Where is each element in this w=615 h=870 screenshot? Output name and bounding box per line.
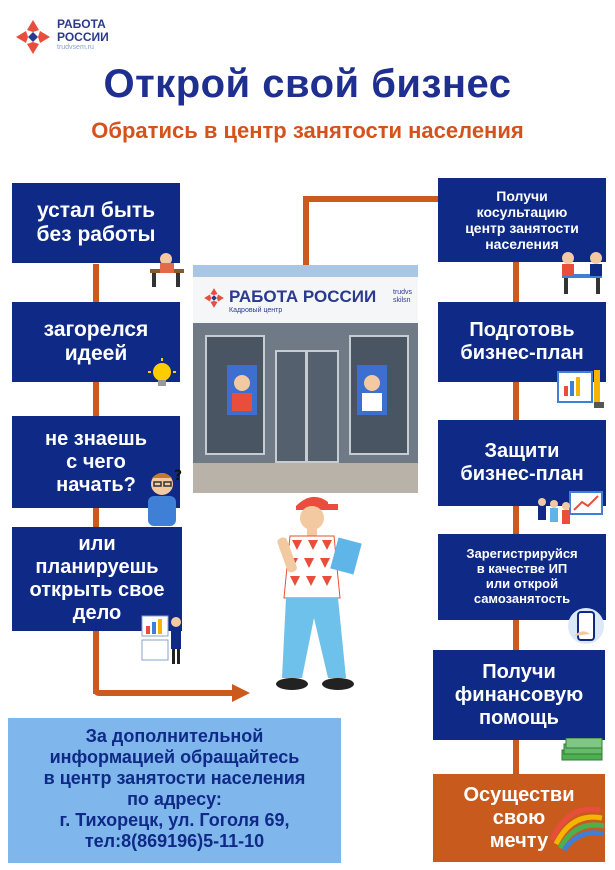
step-text: Подготовь xyxy=(469,319,575,341)
step-text: без работы xyxy=(36,223,156,246)
step-text: свою xyxy=(492,806,546,829)
step-text: финансовую xyxy=(454,683,584,706)
step-text: Зарегистрируйся xyxy=(466,546,578,562)
right-connector-line xyxy=(513,260,519,780)
step-text: населения xyxy=(485,236,559,253)
team-presentation-icon xyxy=(534,490,606,534)
logo-star-icon xyxy=(16,20,50,54)
photo-sign-panel xyxy=(193,277,418,323)
info-line: в центр занятости населения xyxy=(43,768,306,788)
page-subtitle: Обратись в центр занятости населения xyxy=(91,118,524,143)
left-arrow-head-icon xyxy=(232,684,250,702)
photo-side-text: trudvs skilsn xyxy=(393,289,413,304)
info-address: г. Тихорецк, ул. Гоголя 69, xyxy=(59,810,290,830)
step-text: косультацию xyxy=(476,203,568,220)
step-text: или открой xyxy=(485,576,559,591)
step-text: Осуществи xyxy=(463,783,575,806)
step-text: бизнес-план xyxy=(460,342,584,364)
rabota-rossii-logo[interactable]: РАБОТА РОССИИ trudvsem.ru xyxy=(14,16,124,58)
employment-center-photo: РАБОТА РОССИИ Кадровый центр trudvs skil… xyxy=(193,265,418,493)
thinking-man-icon: ? xyxy=(144,466,186,528)
business-plan-notebook-icon xyxy=(556,366,606,410)
step-text: устал быть xyxy=(36,198,156,222)
photo-poster-right xyxy=(357,365,387,415)
photo-poster-left xyxy=(227,365,257,415)
presentation-icon xyxy=(140,612,186,666)
left-arrow-curve xyxy=(93,690,243,696)
info-phone: тел:8(869196)5-11-10 xyxy=(84,831,265,851)
top-connector-vertical xyxy=(303,196,309,266)
step-text: Получи xyxy=(482,660,556,683)
step-text: или xyxy=(78,533,116,555)
step-text: Получи xyxy=(496,187,548,204)
step-text: мечту xyxy=(489,829,549,852)
step-text: загорелся xyxy=(43,317,149,341)
step-text: не знаешь xyxy=(45,427,147,450)
logo-site: trudvsem.ru xyxy=(57,44,94,51)
lightbulb-icon xyxy=(146,358,178,394)
contact-info-box: За дополнительной информацией обращайтес… xyxy=(8,718,341,863)
page-title: Открой свой бизнес xyxy=(103,62,512,106)
info-line: информацией обращайтесь xyxy=(49,747,300,767)
tired-person-icon xyxy=(146,247,188,289)
photo-sign-text: РАБОТА РОССИИ xyxy=(229,287,377,306)
step-text: идеей xyxy=(64,342,128,365)
step-text: центр занятости xyxy=(465,220,579,236)
money-stack-icon xyxy=(560,737,604,764)
logo-line2: РОССИИ xyxy=(57,30,109,44)
man-with-folder-illustration xyxy=(276,496,362,690)
step-text: с чего xyxy=(66,450,126,473)
step-text: открыть свое xyxy=(29,579,165,601)
step-text: бизнес-план xyxy=(460,463,584,485)
svg-text:?: ? xyxy=(174,468,182,484)
photo-sign-subtext: Кадровый центр xyxy=(229,307,283,314)
step-text: помощь xyxy=(479,706,559,729)
step-text: дело xyxy=(72,602,122,624)
sign-logo-icon xyxy=(204,288,224,308)
step-text: начать? xyxy=(56,473,136,496)
step-text: в качестве ИП xyxy=(476,561,568,577)
photo-sidewalk xyxy=(193,463,418,493)
step-text: самозанятость xyxy=(473,590,571,606)
top-connector-horizontal xyxy=(303,196,438,202)
phone-register-icon xyxy=(564,606,608,646)
logo-line1: РАБОТА xyxy=(57,17,106,31)
info-line: по адресу: xyxy=(127,789,222,809)
rainbow-bird-icon xyxy=(548,800,606,852)
step-text: Защити xyxy=(484,440,560,462)
step-text: планируешь xyxy=(35,556,159,578)
consultation-people-icon xyxy=(554,248,610,296)
logo-text: РАБОТА РОССИИ xyxy=(57,18,109,44)
info-line: За дополнительной xyxy=(85,726,264,746)
photo-door-divider xyxy=(305,350,308,463)
